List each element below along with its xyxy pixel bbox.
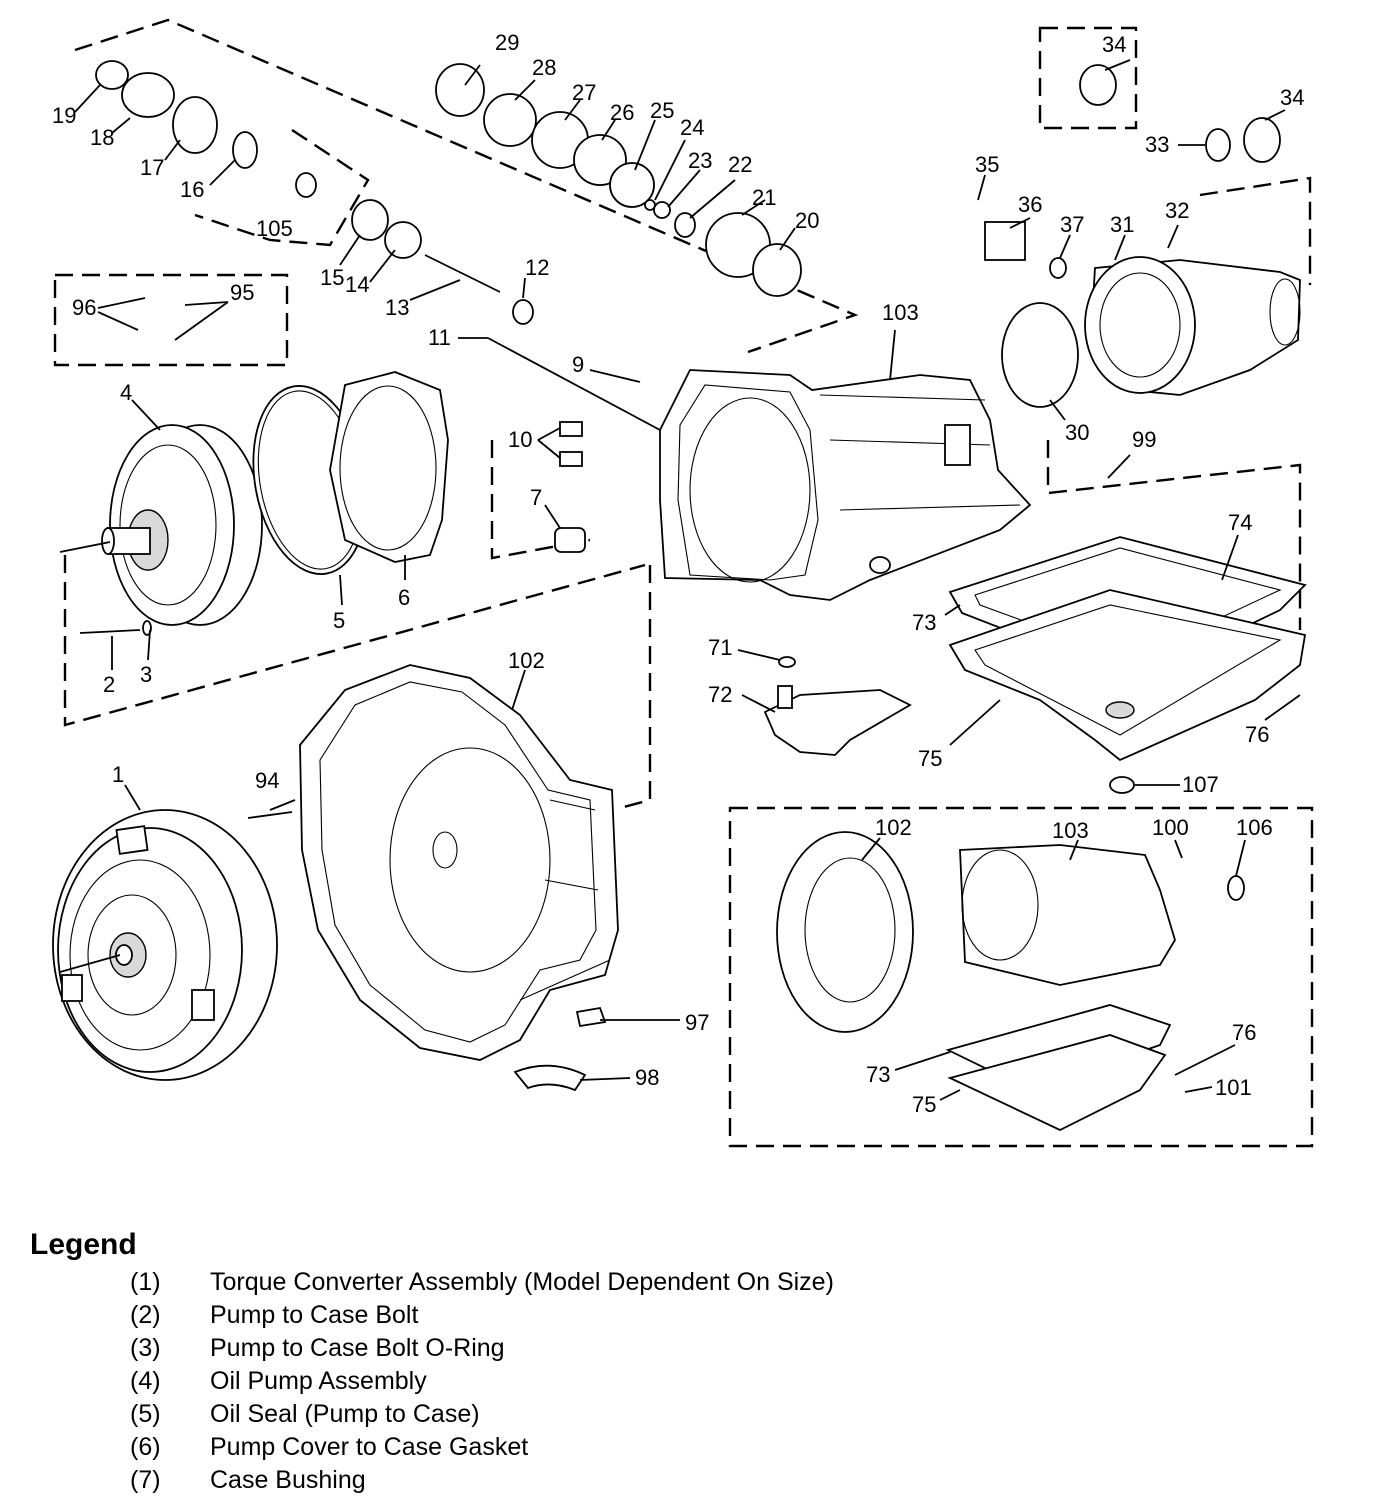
legend-item-number: (1) [130, 1268, 161, 1296]
legend-item-number: (7) [130, 1466, 161, 1494]
callout-1: 1 [112, 762, 124, 787]
legend-item: (4) Oil Pump Assembly [30, 1365, 1030, 1398]
callout-31: 31 [1110, 212, 1134, 237]
inset-assembled-transmission [776, 831, 1245, 1132]
callout-32: 32 [1165, 198, 1189, 223]
callout-37: 37 [1060, 212, 1084, 237]
callout-18: 18 [90, 125, 114, 150]
callout-29: 29 [495, 30, 519, 55]
callout-106: 106 [1236, 815, 1273, 840]
callout-103: 103 [882, 300, 919, 325]
legend-item-text: Pump Cover to Case Gasket [210, 1433, 529, 1461]
callout-labels: 1 2 3 4 5 6 7 9 10 11 12 13 14 15 16 17 … [52, 30, 1304, 1117]
callout-105: 105 [256, 216, 293, 241]
converter-housing [299, 664, 619, 1061]
callout-76: 76 [1245, 722, 1269, 747]
legend-item-number: (5) [130, 1400, 161, 1428]
callout-9: 9 [572, 352, 584, 377]
callout-100: 100 [1152, 815, 1189, 840]
callout-103-inset: 103 [1052, 818, 1089, 843]
callout-7: 7 [530, 485, 542, 510]
extension-housing [1001, 256, 1301, 408]
legend-item-number: (2) [130, 1301, 161, 1329]
callout-23: 23 [688, 148, 712, 173]
legend-item-number: (3) [130, 1334, 161, 1362]
legend-item-number: (6) [130, 1433, 161, 1461]
callout-36: 36 [1018, 192, 1042, 217]
callout-12: 12 [525, 255, 549, 280]
oil-pump [101, 424, 263, 626]
callout-98: 98 [635, 1065, 659, 1090]
legend-item: (7) Case Bushing [30, 1464, 1030, 1497]
callout-22: 22 [728, 152, 752, 177]
legend-item-text: Pump to Case Bolt O-Ring [210, 1334, 505, 1362]
callout-25: 25 [650, 98, 674, 123]
callout-96: 96 [72, 295, 96, 320]
callout-11: 11 [428, 325, 451, 350]
callout-17: 17 [140, 155, 164, 180]
callout-30: 30 [1065, 420, 1089, 445]
callout-75-inset: 75 [912, 1092, 936, 1117]
transmission-case [659, 369, 1032, 601]
callout-6: 6 [398, 585, 410, 610]
callout-16: 16 [180, 177, 204, 202]
callout-94: 94 [255, 768, 279, 793]
callout-21: 21 [752, 185, 776, 210]
legend-item-number: (4) [130, 1367, 161, 1395]
legend-title: Legend [30, 1228, 137, 1261]
oil-pan-assembly [948, 536, 1307, 794]
callout-101: 101 [1215, 1075, 1252, 1100]
legend: Legend (1) Torque Converter Assembly (Mo… [30, 1228, 1030, 1497]
callout-74: 74 [1228, 510, 1252, 535]
callout-26: 26 [610, 100, 634, 125]
callout-15: 15 [320, 265, 344, 290]
callout-33: 33 [1145, 132, 1169, 157]
legend-item-text: Torque Converter Assembly (Model Depende… [210, 1268, 834, 1296]
callout-71: 71 [708, 635, 732, 660]
legend-item: (5) Oil Seal (Pump to Case) [30, 1398, 1030, 1431]
callout-10: 10 [508, 427, 532, 452]
torque-converter [52, 809, 278, 1081]
callout-95: 95 [230, 280, 254, 305]
legend-item: (3) Pump to Case Bolt O-Ring [30, 1332, 1030, 1365]
callout-99: 99 [1132, 427, 1156, 452]
legend-item-text: Oil Seal (Pump to Case) [210, 1400, 480, 1428]
callout-97: 97 [685, 1010, 709, 1035]
callout-34-inset: 34 [1102, 32, 1126, 57]
callout-24: 24 [680, 115, 704, 140]
callout-73-inset: 73 [866, 1062, 890, 1087]
legend-item-text: Case Bushing [210, 1466, 366, 1494]
legend-item: (2) Pump to Case Bolt [30, 1299, 1030, 1332]
callout-13: 13 [385, 295, 409, 320]
pump-seal-and-gasket [252, 371, 449, 575]
callout-72: 72 [708, 682, 732, 707]
callout-73: 73 [912, 610, 936, 635]
callout-76-inset: 76 [1232, 1020, 1256, 1045]
callout-4: 4 [120, 380, 132, 405]
callout-102-inset: 102 [875, 815, 912, 840]
dashed-group-outlines [53, 18, 1314, 1148]
callout-3: 3 [140, 662, 152, 687]
callout-5: 5 [333, 608, 345, 633]
legend-item: (1) Torque Converter Assembly (Model Dep… [30, 1266, 1030, 1299]
callout-20: 20 [795, 208, 819, 233]
callout-34: 34 [1280, 85, 1304, 110]
legend-item: (6) Pump Cover to Case Gasket [30, 1431, 1030, 1464]
callout-14: 14 [345, 272, 369, 297]
legend-list: (1) Torque Converter Assembly (Model Dep… [30, 1266, 1030, 1497]
leader-lines [59, 59, 1301, 1101]
oil-filter [763, 656, 912, 756]
callout-35: 35 [975, 152, 999, 177]
callout-107: 107 [1182, 772, 1219, 797]
callout-102: 102 [508, 648, 545, 673]
callout-2: 2 [103, 672, 115, 697]
exploded-view-diagram: 1 2 3 4 5 6 7 9 10 11 12 13 14 15 16 17 … [52, 18, 1314, 1148]
legend-item-text: Oil Pump Assembly [210, 1367, 427, 1395]
small-parts [79, 60, 1281, 1092]
callout-75: 75 [918, 746, 942, 771]
legend-item-text: Pump to Case Bolt [210, 1301, 419, 1329]
callout-19: 19 [52, 103, 76, 128]
callout-28: 28 [532, 55, 556, 80]
callout-27: 27 [572, 80, 596, 105]
